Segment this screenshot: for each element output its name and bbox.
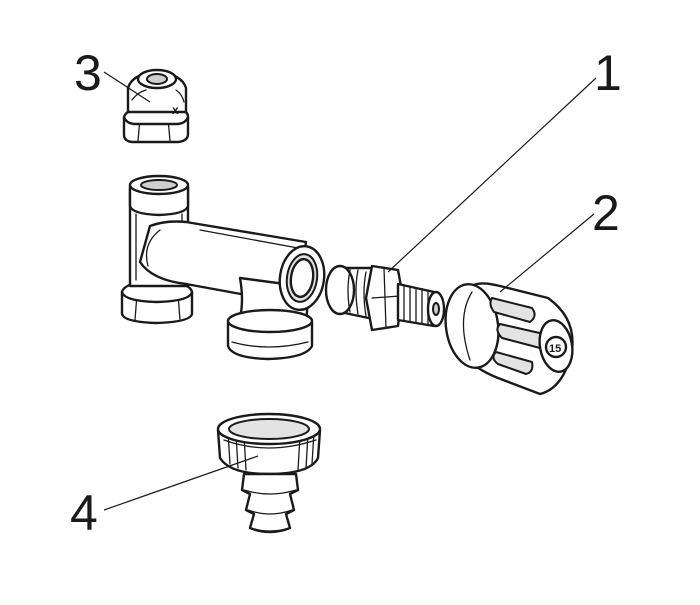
valve-cartridge xyxy=(324,264,446,332)
callout-1: 1 xyxy=(594,45,622,101)
callout-2: 2 xyxy=(592,185,620,241)
callout-3: 3 xyxy=(74,45,102,101)
leader-line-3 xyxy=(103,71,151,103)
handle-mark: 15 xyxy=(549,343,561,355)
leader-line-4 xyxy=(103,455,259,511)
callout-4: 4 xyxy=(70,485,98,541)
nut-mark: x xyxy=(172,103,179,117)
leader-line-1 xyxy=(387,77,597,273)
valve-body xyxy=(120,174,326,361)
hose-adapter xyxy=(216,412,322,534)
handle-knob: 15 xyxy=(444,282,574,396)
compression-nut: x xyxy=(122,68,190,144)
leader-line-2 xyxy=(499,213,595,293)
